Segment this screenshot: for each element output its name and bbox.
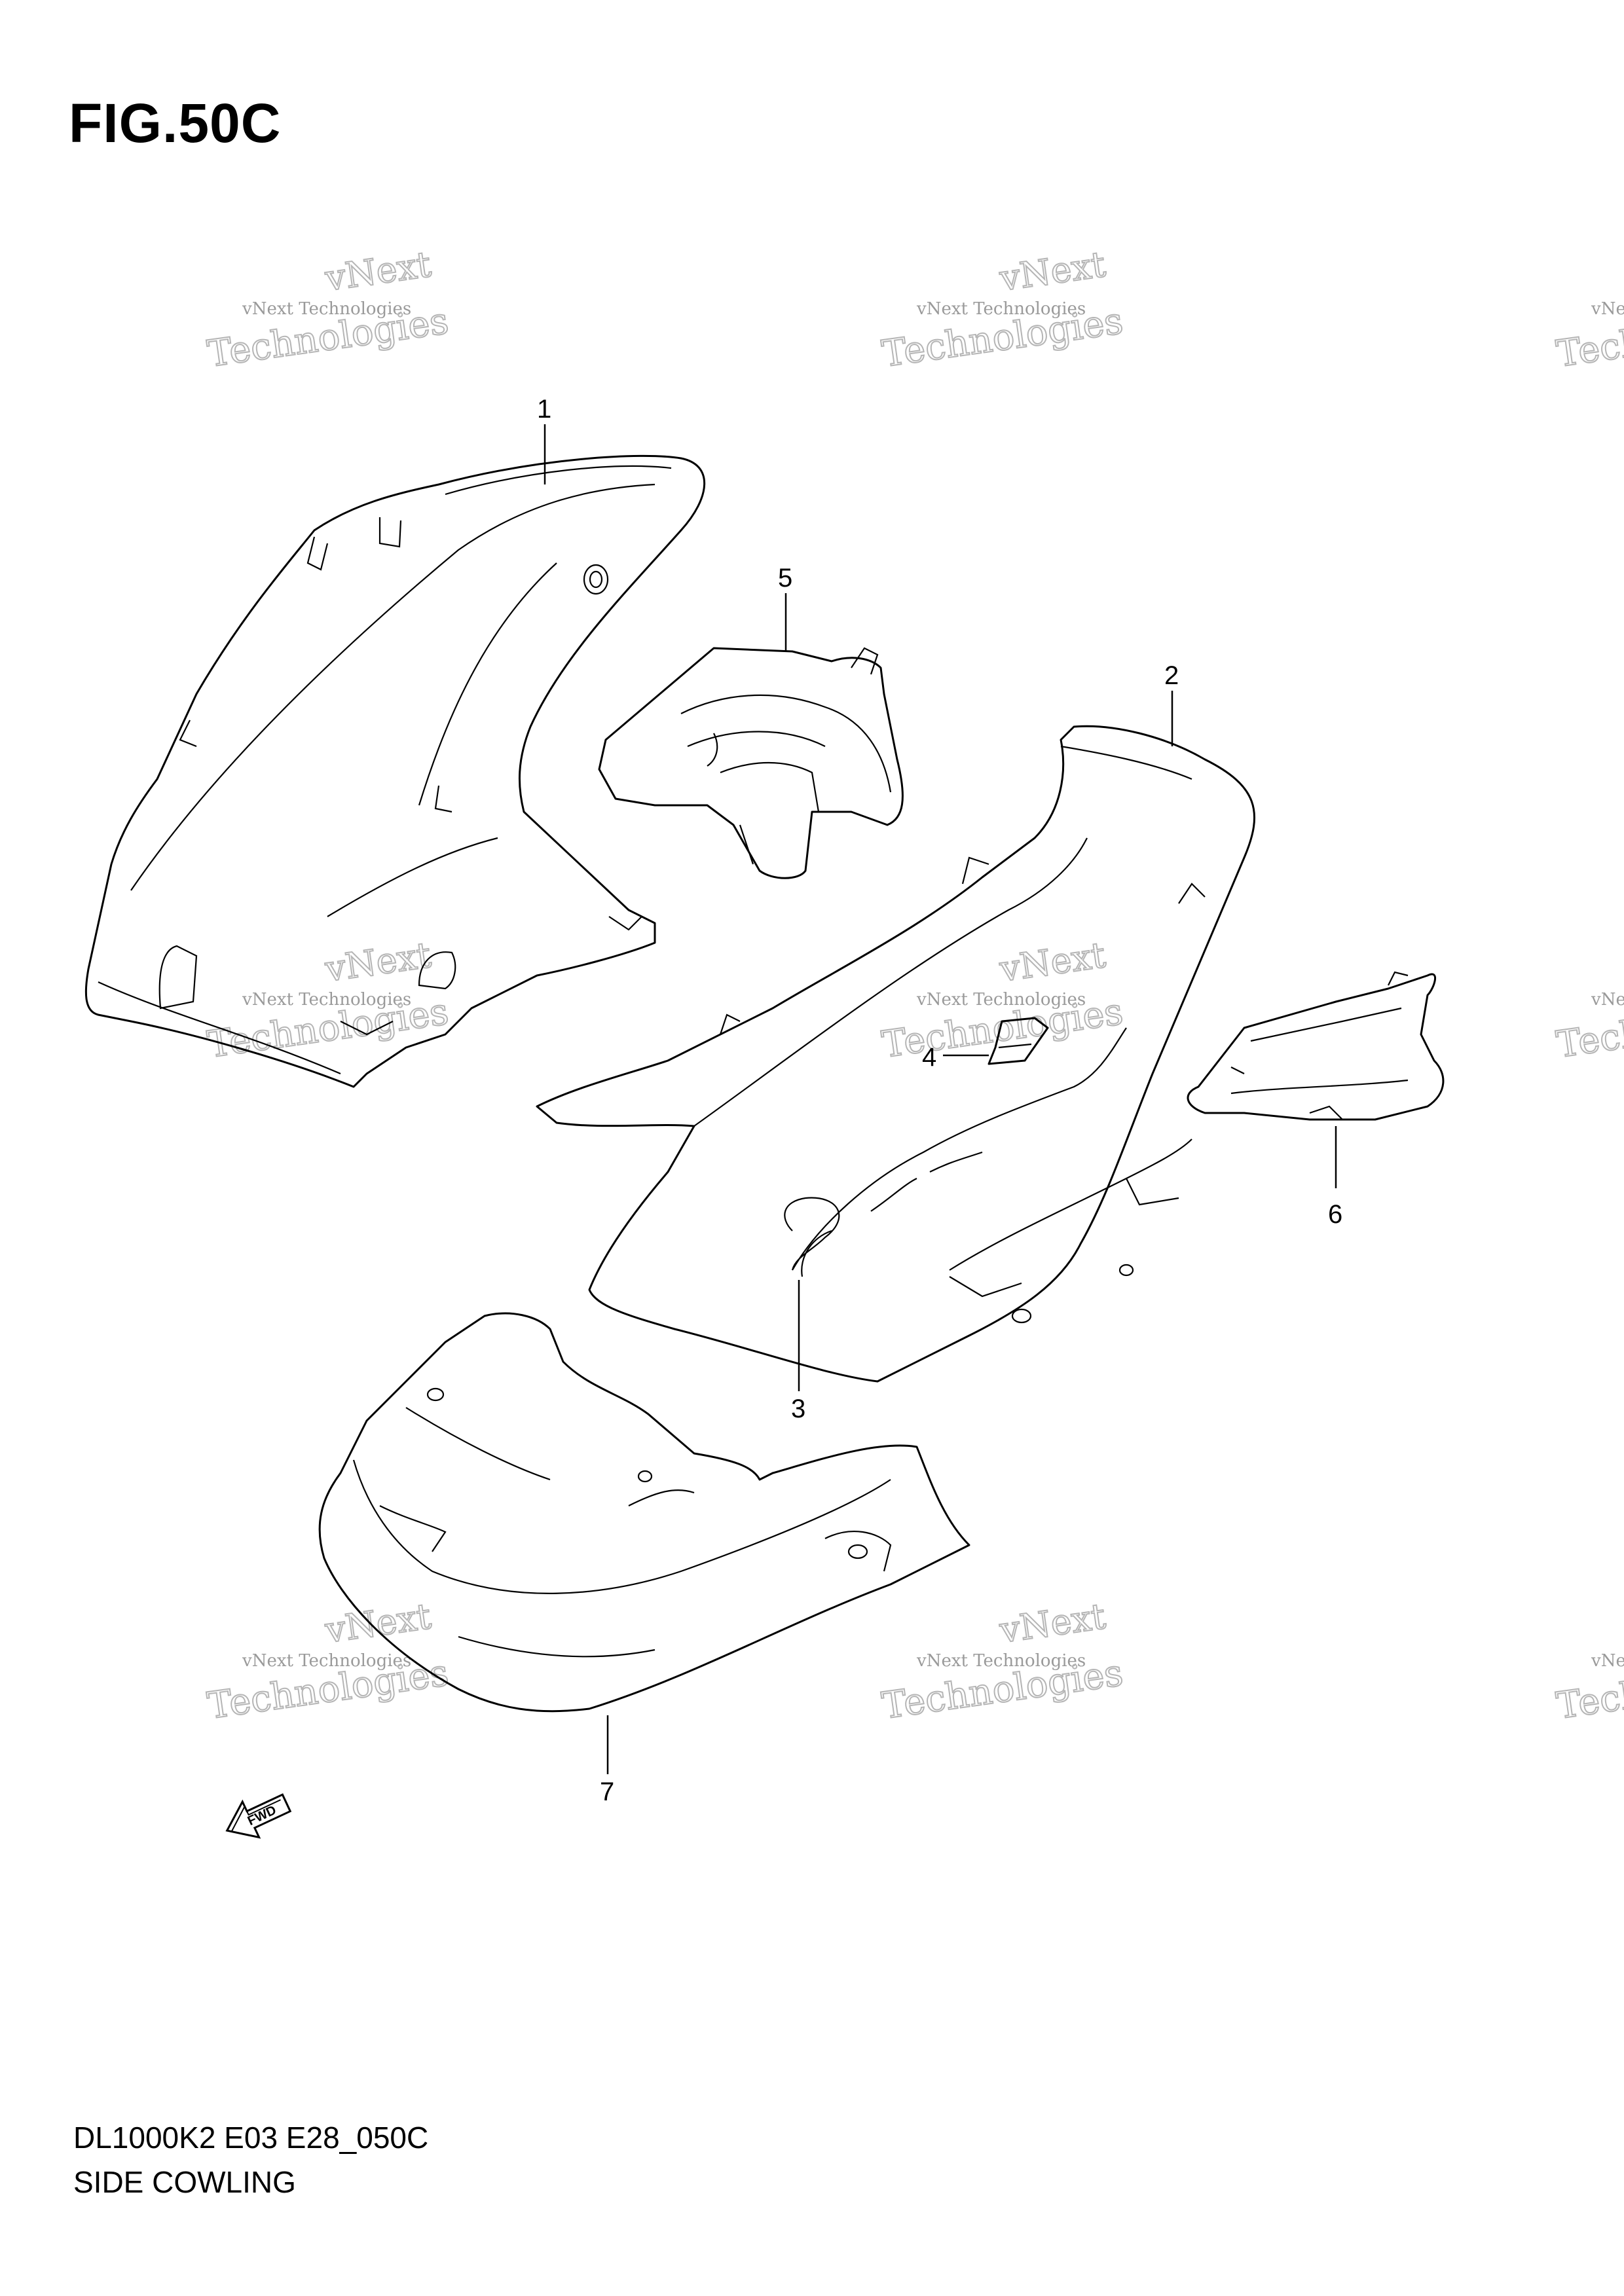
- part-3-logo-emblem: [784, 1027, 1127, 1277]
- svg-text:vNext Technologies: vNext Technologies: [1591, 1651, 1624, 1671]
- svg-text:vNext: vNext: [997, 934, 1108, 990]
- callout-6: 6: [1328, 1200, 1342, 1229]
- watermark: vNext Technologies vNext Technologies: [204, 934, 452, 1067]
- svg-text:vNext: vNext: [997, 1595, 1108, 1651]
- part-4-small-emblem: [987, 1017, 1049, 1065]
- svg-text:vNext Technologies: vNext Technologies: [916, 1651, 1086, 1671]
- svg-text:vNext Technologies: vNext Technologies: [916, 299, 1086, 319]
- watermark: vNext Technologies Technologies: [1553, 990, 1624, 1067]
- forward-arrow-icon: FWD: [225, 1793, 292, 1839]
- callout-7: 7: [600, 1777, 614, 1806]
- svg-text:vNext Technologies: vNext Technologies: [242, 1651, 411, 1671]
- svg-text:vNext Technologies: vNext Technologies: [1591, 299, 1624, 319]
- svg-text:vNext: vNext: [997, 244, 1108, 299]
- callout-5: 5: [778, 564, 792, 592]
- watermark: vNext Technologies vNext Technologies: [879, 1595, 1126, 1728]
- svg-text:vNext Technologies: vNext Technologies: [242, 299, 411, 319]
- watermark: vNext Technologies Technologies: [1553, 1651, 1624, 1728]
- part-2-side-cowling-lower: [536, 725, 1256, 1383]
- model-code: DL1000K2 E03 E28_050C: [73, 2121, 429, 2155]
- svg-text:vNext: vNext: [322, 244, 434, 299]
- part-1-side-cowling-upper: [84, 454, 706, 1088]
- callout-1: 1: [537, 395, 551, 424]
- part-7-under-cowling: [318, 1312, 970, 1713]
- watermark: vNext Technologies vNext Technologies: [204, 243, 452, 376]
- callout-3: 3: [791, 1394, 805, 1423]
- svg-text:vNext Technologies: vNext Technologies: [242, 990, 411, 1010]
- svg-text:vNext: vNext: [322, 1595, 434, 1651]
- watermark-group: vNext Technologies vNext Technologies vN…: [204, 243, 1624, 1728]
- figure-title: FIG.50C: [69, 92, 282, 154]
- part-6-bracket: [1187, 971, 1445, 1121]
- part-5-inner-cover: [598, 647, 904, 879]
- watermark: vNext Technologies Technologies: [1553, 299, 1624, 376]
- watermark: vNext Technologies vNext Technologies: [879, 243, 1126, 376]
- svg-text:vNext Technologies: vNext Technologies: [1591, 990, 1624, 1010]
- svg-text:vNext Technologies: vNext Technologies: [916, 990, 1086, 1010]
- figure-name: SIDE COWLING: [73, 2165, 296, 2199]
- callout-4: 4: [922, 1043, 936, 1072]
- svg-text:vNext: vNext: [322, 934, 434, 990]
- callout-2: 2: [1164, 661, 1179, 690]
